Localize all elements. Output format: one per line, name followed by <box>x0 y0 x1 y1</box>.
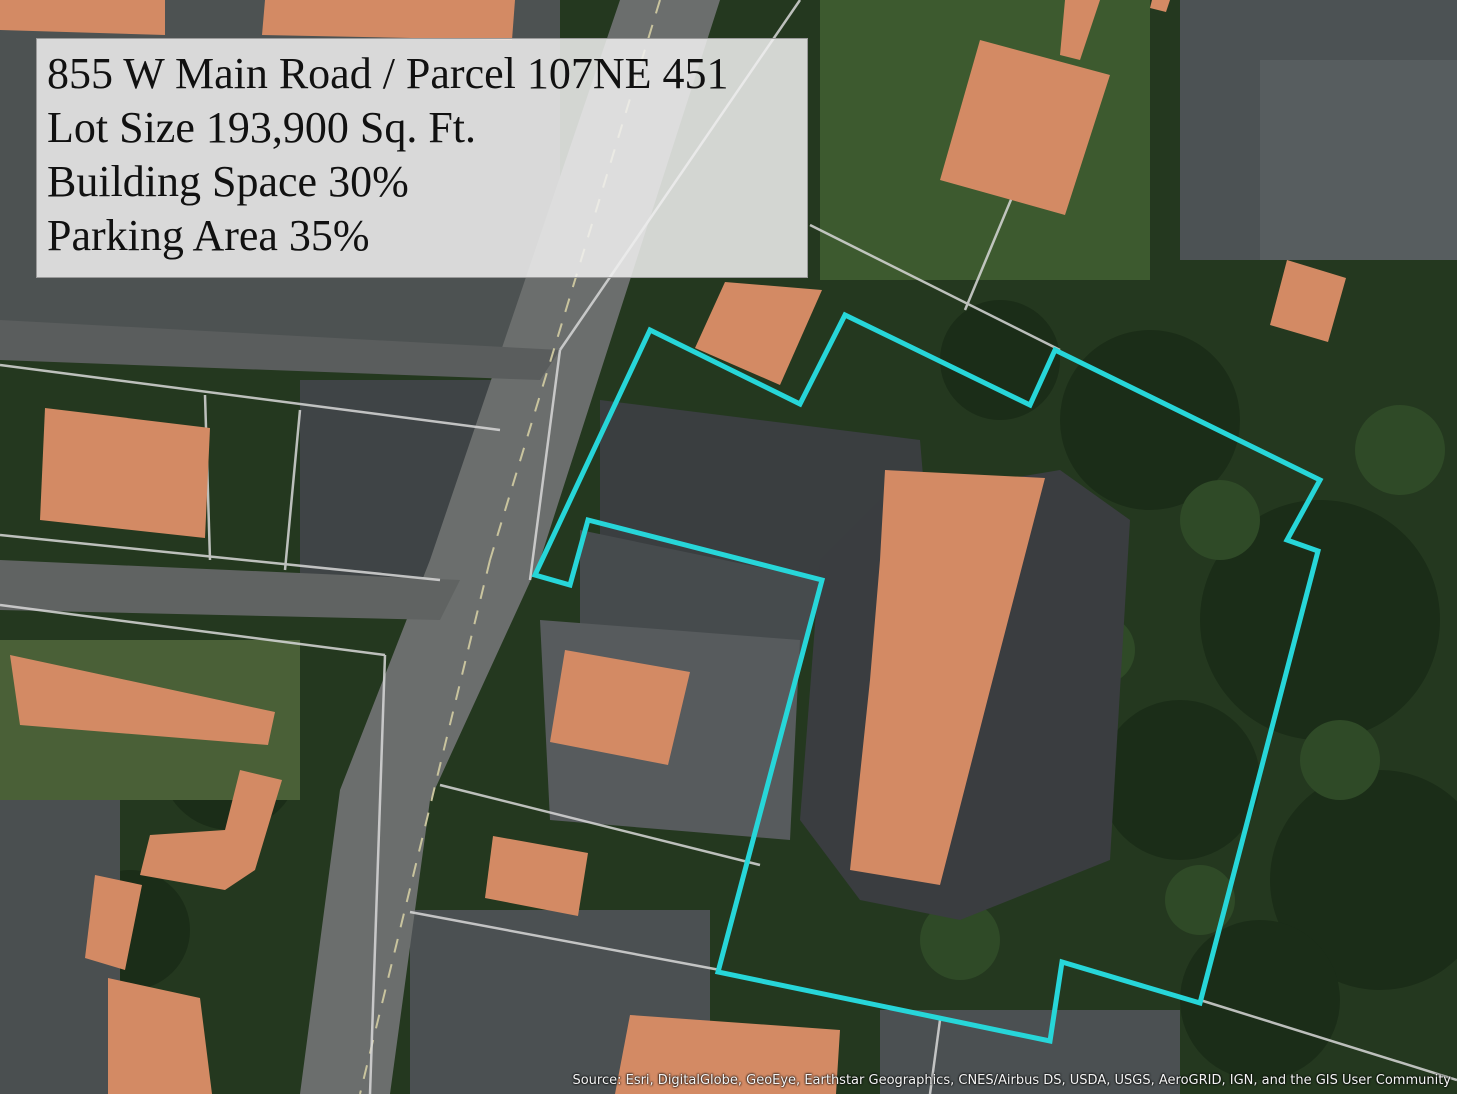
parking-lot <box>880 1010 1180 1094</box>
map-attribution: Source: Esri, DigitalGlobe, GeoEye, Eart… <box>572 1073 1451 1088</box>
building-footprint <box>0 0 165 35</box>
road-lane-markings <box>359 0 661 1094</box>
building-footprint <box>695 282 822 385</box>
building-footprint <box>615 1015 840 1094</box>
site-parking-lot <box>580 530 820 660</box>
building-footprint <box>10 655 275 745</box>
parking-lot <box>1260 60 1457 260</box>
building-footprint <box>262 0 515 40</box>
building-footprint <box>1060 0 1100 60</box>
cross-road <box>0 320 560 380</box>
cross-road <box>0 560 460 620</box>
subject-parcel-outline[interactable] <box>531 311 1324 1044</box>
building-space-label: Building Space 30% <box>47 157 409 206</box>
building-footprint <box>850 470 1045 885</box>
building-footprint <box>140 770 282 890</box>
lot-size-label: Lot Size 193,900 Sq. Ft. <box>47 103 477 152</box>
building-footprint <box>940 40 1110 215</box>
building-footprint <box>1150 0 1170 12</box>
building-footprint <box>1270 260 1346 342</box>
parking-area-label: Parking Area 35% <box>47 211 370 260</box>
parcel-info-box: 855 W Main Road / Parcel 107NE 451 Lot S… <box>36 38 808 278</box>
building-footprint <box>485 836 588 916</box>
building-footprint <box>85 875 142 970</box>
building-footprint <box>40 408 210 538</box>
building-footprints <box>0 0 1346 1094</box>
building-footprint <box>550 650 690 765</box>
address-parcel-label: 855 W Main Road / Parcel 107NE 451 <box>47 49 729 98</box>
building-footprint <box>108 978 212 1094</box>
